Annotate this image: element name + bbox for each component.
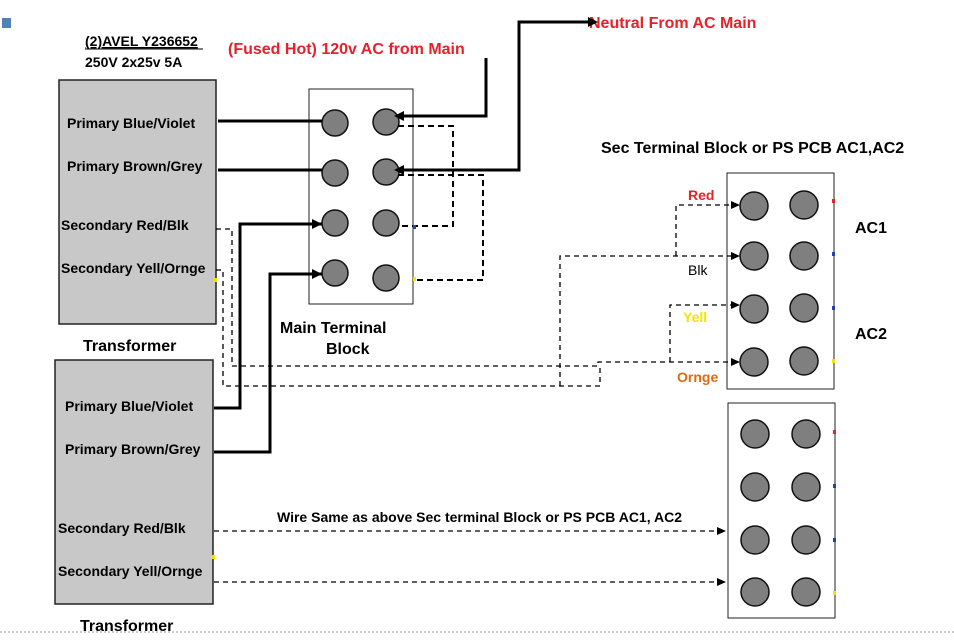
- sec2-post-1a: [740, 419, 770, 449]
- sec-post-2a: [739, 241, 769, 271]
- arrow-icon: [731, 358, 740, 366]
- main-post-4b: [372, 264, 400, 292]
- wire-bottom-primary-2: [214, 272, 322, 454]
- top-transformer-box: [58, 79, 217, 325]
- sec2-post-3b: [791, 525, 821, 555]
- sec-post-1b: [789, 190, 819, 220]
- sec2-post-2b: [791, 472, 821, 502]
- marker-yellow: [832, 359, 835, 363]
- primary-arrowheads: [312, 17, 598, 279]
- wire-secondary-blk: [559, 255, 736, 386]
- marker-blue: [413, 225, 416, 229]
- sec-block-title: Sec Terminal Block or PS PCB AC1,AC2: [601, 140, 904, 157]
- jumper-2: [398, 174, 484, 281]
- wire-neutral-in: [398, 20, 590, 172]
- neutral-label: Neutral From AC Main: [589, 15, 756, 32]
- wire-hot-in: [398, 58, 488, 118]
- sec-terminal-posts-top: [739, 190, 819, 377]
- marker-blue: [832, 252, 835, 256]
- marker-blue: [833, 484, 836, 488]
- secondary-arrowheads: [717, 201, 740, 586]
- bottom-secondary-1-label: Secondary Red/Blk: [58, 520, 186, 536]
- wire-secondary-ornge: [216, 228, 736, 367]
- sec-terminal-posts-bottom: [740, 419, 821, 607]
- arrow-icon: [394, 165, 404, 175]
- sec2-post-4b: [791, 577, 821, 607]
- jumper-wires: [398, 125, 484, 281]
- main-post-3b: [372, 209, 400, 237]
- arrow-icon: [731, 201, 740, 209]
- transformer-rating: 250V 2x25v 5A: [85, 54, 182, 70]
- wire-blk-label: Blk: [688, 262, 708, 278]
- arrow-icon: [312, 269, 322, 279]
- main-post-1a: [321, 109, 349, 137]
- wire-yell-label: Yell: [683, 309, 707, 325]
- wire-same-note: Wire Same as above Sec terminal Block or…: [277, 509, 682, 525]
- sec-post-2b: [789, 241, 819, 271]
- sec-post-4a: [739, 347, 769, 377]
- corner-marker: [2, 18, 11, 28]
- top-secondary-1-label: Secondary Red/Blk: [61, 217, 189, 233]
- wire-secondary-red: [675, 204, 736, 256]
- arrow-icon: [588, 17, 598, 27]
- main-block-label-2: Block: [326, 341, 370, 358]
- hot-label: (Fused Hot) 120v AC from Main: [228, 41, 465, 58]
- bottom-transformer-label: Transformer: [80, 618, 173, 635]
- marker-blue: [833, 538, 836, 542]
- marker-yellow: [833, 591, 836, 595]
- sec-post-3a: [739, 294, 769, 324]
- secondary-wires: [214, 204, 736, 583]
- bottom-secondary-2-label: Secondary Yell/Ornge: [58, 563, 203, 579]
- wire-secondary-yell: [216, 269, 601, 387]
- ac1-label: AC1: [855, 220, 887, 237]
- arrow-icon: [731, 301, 740, 309]
- arrow-icon: [394, 111, 404, 121]
- main-terminal-posts: [321, 108, 400, 292]
- primary-wires: [214, 20, 590, 454]
- bottom-transformer-box: [54, 359, 214, 605]
- arrow-icon: [717, 527, 726, 535]
- wire-ornge-label: Ornge: [677, 369, 718, 385]
- main-post-3a: [321, 209, 349, 237]
- top-transformer-label: Transformer: [83, 338, 176, 355]
- sec2-post-4a: [740, 577, 770, 607]
- arrow-icon: [312, 219, 322, 229]
- top-secondary-2-label: Secondary Yell/Ornge: [61, 260, 206, 276]
- marker-red: [833, 430, 836, 434]
- transformer-model: (2)AVEL Y236652: [85, 33, 198, 49]
- marker-yellow: [212, 555, 215, 559]
- arrow-icon: [717, 578, 726, 586]
- top-primary-1-label: Primary Blue/Violet: [67, 115, 195, 131]
- bottom-primary-1-label: Primary Blue/Violet: [65, 398, 193, 414]
- sec2-post-1b: [791, 419, 821, 449]
- marker-blue: [832, 306, 835, 310]
- top-primary-2-label: Primary Brown/Grey: [67, 158, 203, 174]
- main-post-2a: [321, 159, 349, 187]
- sec-post-1a: [739, 191, 769, 221]
- wire-secondary-yell-2: [669, 304, 736, 362]
- wire-red-label: Red: [688, 187, 714, 203]
- marker-yellow: [214, 278, 217, 282]
- main-post-2b: [372, 158, 400, 186]
- wire-end-markers: [212, 199, 836, 595]
- marker-yellow: [413, 277, 416, 281]
- main-block-label-1: Main Terminal: [280, 320, 386, 337]
- sec-post-4b: [789, 346, 819, 376]
- sec-post-3b: [789, 293, 819, 323]
- sec2-post-2a: [740, 472, 770, 502]
- wire-bottom-primary-1: [214, 222, 322, 410]
- main-post-1b: [372, 108, 400, 136]
- sec2-post-3a: [740, 525, 770, 555]
- marker-red: [832, 199, 835, 203]
- arrow-icon: [731, 252, 740, 260]
- bottom-primary-2-label: Primary Brown/Grey: [65, 441, 201, 457]
- main-post-4a: [321, 259, 349, 287]
- ac2-label: AC2: [855, 326, 887, 343]
